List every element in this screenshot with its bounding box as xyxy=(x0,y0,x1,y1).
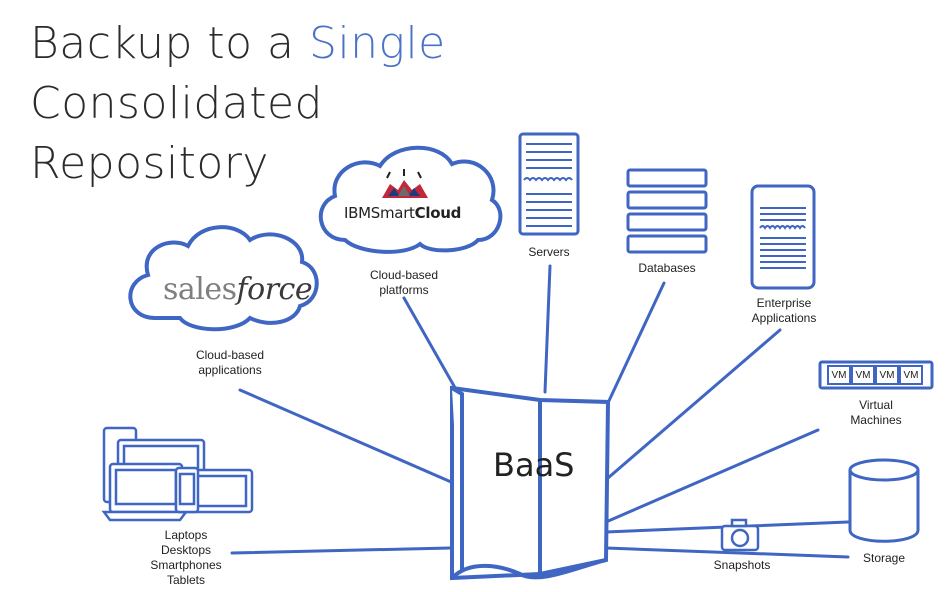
label-devices: Laptops Desktops Smartphones Tablets xyxy=(141,528,231,588)
database-icon xyxy=(626,168,708,254)
vm-tag: VM xyxy=(879,370,895,381)
label-line: Applications xyxy=(751,311,817,325)
label-snapshots: Snapshots xyxy=(702,558,782,573)
vm-tag: VM xyxy=(855,370,871,381)
ibm-smartcloud-logo: IBMSmartCloud xyxy=(344,204,461,222)
label-line: Cloud-based xyxy=(195,348,265,362)
label-line: Tablets xyxy=(166,573,206,587)
label-line: platforms xyxy=(379,283,429,297)
label-storage: Storage xyxy=(844,551,924,566)
title-line2: Consolidated xyxy=(30,78,323,129)
label-databases: Databases xyxy=(627,261,707,276)
title-line1-part1: Backup to a xyxy=(30,18,310,69)
ibm-logo-mark xyxy=(382,169,428,198)
salesforce-cloud-icon xyxy=(128,225,319,332)
link-servers xyxy=(543,264,552,394)
server-icon xyxy=(518,132,580,236)
label-line: Machines xyxy=(850,413,902,427)
label-line: Cloud-based xyxy=(369,268,439,282)
link-cloud-apps xyxy=(238,388,460,487)
link-devices xyxy=(230,546,452,555)
salesforce-logo-force: force xyxy=(236,272,313,307)
virtual-machines-icon xyxy=(818,360,934,390)
label-virtual-machines: Virtual Machines xyxy=(826,398,926,428)
label-servers: Servers xyxy=(509,245,589,260)
label-line: Servers xyxy=(528,245,570,259)
link-vm xyxy=(604,428,820,524)
link-snapshots xyxy=(604,546,850,559)
ibm-logo-cloud: Cloud xyxy=(414,204,462,222)
label-cloud-apps: Cloud-based applications xyxy=(180,348,280,378)
link-cloud-platforms xyxy=(402,296,464,402)
vm-tag: VM xyxy=(903,370,919,381)
baas-label: BaaS xyxy=(493,446,575,484)
label-enterprise: Enterprise Applications xyxy=(734,296,834,326)
label-line: Smartphones xyxy=(150,558,222,572)
salesforce-logo-sales: sales xyxy=(163,272,237,307)
ibm-logo-ibm: IBM xyxy=(344,204,371,222)
label-line: Virtual xyxy=(859,398,893,412)
label-cloud-platforms: Cloud-based platforms xyxy=(354,268,454,298)
title-line1-highlight: Single xyxy=(309,18,446,69)
baas-box xyxy=(450,385,611,581)
label-line: Desktops xyxy=(160,543,212,557)
ibm-cloud-icon xyxy=(318,145,503,254)
label-line: Databases xyxy=(638,261,696,275)
title-line3: Repository xyxy=(30,138,269,189)
page-title: Backup to a Single Consolidated Reposito… xyxy=(30,14,446,194)
camera-icon xyxy=(720,518,760,552)
label-line: applications xyxy=(198,363,262,377)
label-line: Storage xyxy=(862,551,906,565)
enterprise-app-icon xyxy=(750,184,816,290)
salesforce-logo: salesforce xyxy=(163,272,313,307)
link-databases xyxy=(598,281,666,422)
link-enterprise xyxy=(606,328,782,480)
devices-icon xyxy=(101,426,254,522)
label-line: Snapshots xyxy=(713,558,771,572)
label-line: Laptops xyxy=(164,528,208,542)
label-line: Enterprise xyxy=(756,296,812,310)
vm-tag: VM xyxy=(831,370,847,381)
ibm-logo-smart: Smart xyxy=(370,204,415,222)
storage-icon xyxy=(848,458,920,543)
